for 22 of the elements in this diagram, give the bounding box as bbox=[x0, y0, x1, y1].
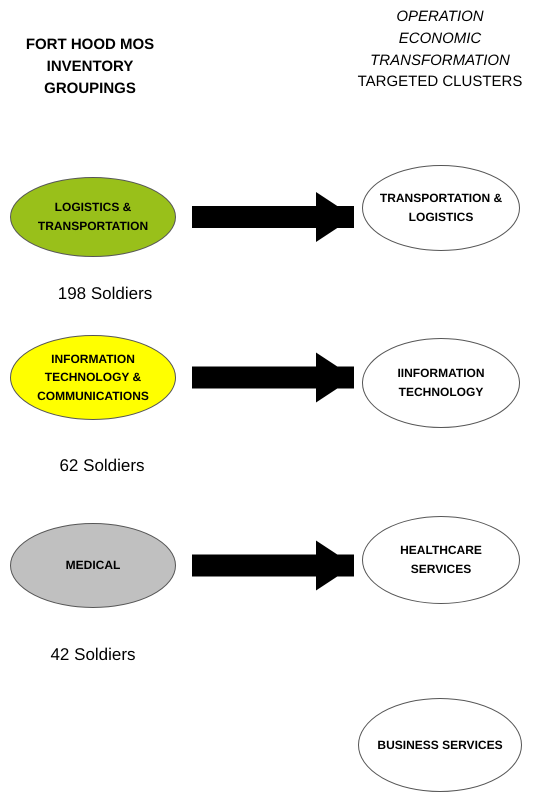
cluster-name: MEDICAL bbox=[64, 557, 122, 574]
cluster-ellipse bbox=[362, 338, 520, 428]
block-arrow bbox=[192, 192, 354, 242]
cluster-ellipse bbox=[10, 177, 176, 257]
block-arrow bbox=[192, 540, 354, 590]
cluster-ellipse bbox=[358, 698, 522, 792]
cluster-name: LOGISTICS & TRANSPORTATION bbox=[36, 199, 150, 235]
cluster-name: IINFORMATION TECHNOLOGY bbox=[396, 365, 486, 401]
cluster-name: INFORMATION TECHNOLOGY & COMMUNICATIONS bbox=[36, 350, 150, 405]
cluster-name: BUSINESS SERVICES bbox=[376, 736, 504, 754]
cluster-ellipse bbox=[10, 335, 176, 420]
soldier-count: 198 Soldiers bbox=[58, 284, 152, 304]
cluster-ellipse bbox=[362, 516, 520, 604]
cluster-name: HEALTHCARE SERVICES bbox=[399, 542, 483, 578]
cluster-ellipse bbox=[362, 165, 520, 251]
soldier-count: 42 Soldiers bbox=[50, 645, 136, 665]
soldier-count: 62 Soldiers bbox=[59, 456, 145, 476]
cluster-ellipse bbox=[10, 523, 176, 608]
cluster-name: TRANSPORTATION & LOGISTICS bbox=[378, 190, 504, 226]
column-heading: OPERATION ECONOMIC TRANSFORMATION TARGETED CLUSTERS bbox=[356, 7, 524, 92]
block-arrow bbox=[192, 352, 354, 402]
column-heading: FORT HOOD MOS INVENTORY GROUPINGS bbox=[24, 35, 156, 98]
